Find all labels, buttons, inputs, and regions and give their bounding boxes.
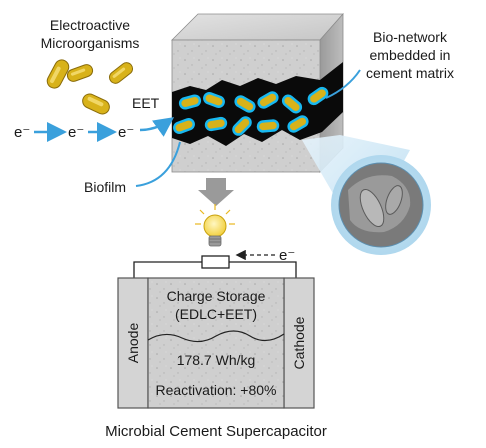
resistor-icon — [201, 255, 230, 269]
bionetwork-pointer — [325, 69, 361, 99]
biofilm-pointer — [135, 141, 181, 187]
charge-storage-label-line2: (EDLC+EET) — [175, 306, 257, 322]
micrograph-cell — [385, 185, 403, 215]
reactivation-value: Reactivation: +80% — [155, 382, 276, 398]
bacterium-icon — [173, 118, 195, 134]
microorganisms-label-line1: Electroactive — [50, 17, 130, 33]
bacterium-icon — [46, 59, 70, 89]
bacterium-icon — [307, 86, 329, 106]
anode-label: Anode — [125, 323, 141, 364]
micrograph-cell — [359, 188, 385, 228]
bionetwork-label-line1: Bio-network — [373, 29, 448, 45]
eet-label: EET — [132, 95, 160, 111]
electron-return-label: e⁻ — [279, 247, 295, 264]
cement-block — [171, 12, 344, 173]
bacterium-icon — [203, 92, 225, 108]
bacterium-icon — [232, 116, 252, 136]
free-bacteria — [46, 59, 134, 115]
electron-flow: e⁻ e⁻ e⁻ — [14, 117, 175, 142]
bionetwork-label-line3: cement matrix — [366, 65, 454, 81]
bacterium-icon — [257, 91, 279, 109]
arrow-down-icon — [198, 178, 234, 206]
electron-label: e⁻ — [118, 124, 134, 141]
anode-electrode — [117, 277, 149, 409]
bionetwork-label-line2: embedded in — [370, 47, 451, 63]
electron-label: e⁻ — [14, 124, 30, 141]
bacterium-icon — [287, 115, 309, 133]
electrolyte-divider — [147, 330, 285, 343]
supercapacitor: Charge Storage (EDLC+EET) 178.7 Wh/kg Re… — [117, 277, 315, 409]
bacterium-icon — [234, 95, 256, 113]
diagram-title: Microbial Cement Supercapacitor — [105, 423, 327, 440]
energy-density-value: 178.7 Wh/kg — [177, 352, 256, 368]
cathode-electrode — [283, 277, 315, 409]
charge-storage-label-line1: Charge Storage — [167, 288, 266, 304]
bacterium-icon — [204, 116, 228, 132]
microorganisms-label-line2: Microorganisms — [41, 35, 140, 51]
cement-electrolyte — [147, 277, 285, 409]
bacterium-icon — [256, 119, 280, 133]
zoom-inset — [302, 135, 431, 255]
bacterium-icon — [82, 93, 110, 115]
circuit-wire — [133, 261, 297, 278]
electron-arrow-icon — [139, 117, 175, 137]
embedded-bacteria — [173, 86, 329, 136]
bacterium-icon — [178, 94, 202, 110]
lightbulb-icon — [195, 204, 235, 247]
cement-block-top — [171, 13, 344, 41]
bacterium-icon — [108, 62, 134, 84]
bacterium-icon — [281, 94, 303, 114]
biofilm-label: Biofilm — [84, 179, 126, 195]
cathode-label: Cathode — [291, 316, 307, 369]
electron-label: e⁻ — [68, 124, 84, 141]
bacterium-icon — [66, 64, 94, 82]
